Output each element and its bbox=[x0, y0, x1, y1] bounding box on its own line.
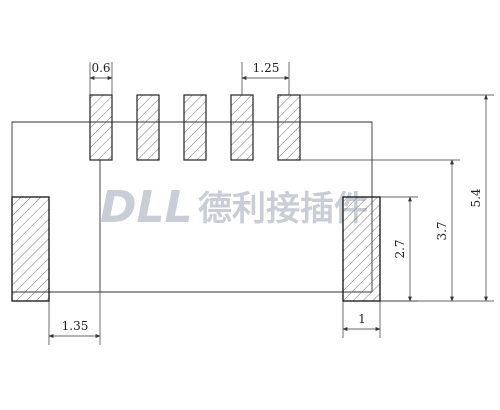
dim-tab-height-label: 2.7 bbox=[393, 239, 407, 258]
mounting-tab-right bbox=[342, 196, 381, 302]
mounting-tabs bbox=[11, 196, 381, 302]
dim-total-height-label: 5.4 bbox=[469, 188, 483, 207]
dim-tab-width bbox=[342, 301, 381, 338]
signal-pad-5 bbox=[277, 94, 301, 161]
dim-side-gap-label: 1.35 bbox=[62, 319, 89, 333]
dim-pitch-label: 1.25 bbox=[253, 61, 280, 75]
signal-pad-1 bbox=[89, 94, 113, 161]
signal-pad-3 bbox=[183, 94, 207, 161]
dim-pad-width bbox=[89, 62, 113, 95]
dim-total-height bbox=[300, 94, 494, 302]
dim-body-height-label: 3.7 bbox=[435, 221, 449, 240]
mounting-tab-left bbox=[11, 196, 50, 302]
dim-side-gap bbox=[48, 292, 101, 345]
watermark-logo: DLL 德利接插件 bbox=[100, 182, 368, 233]
signal-pad-2 bbox=[136, 94, 160, 161]
signal-pads bbox=[89, 94, 301, 161]
watermark-cjk: 德利接插件 bbox=[198, 189, 368, 229]
watermark-latin: DLL bbox=[100, 182, 193, 233]
dim-pitch bbox=[241, 62, 290, 95]
dim-pad-width-label: 0.6 bbox=[91, 61, 110, 75]
dim-body-height bbox=[300, 159, 460, 302]
signal-pad-4 bbox=[230, 94, 254, 161]
dim-tab-width-label: 1 bbox=[358, 312, 366, 326]
